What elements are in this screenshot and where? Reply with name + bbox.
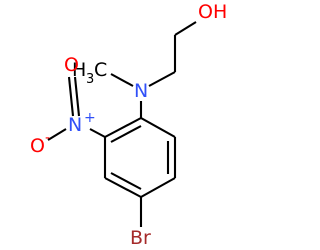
ring-bond-1	[140, 117, 176, 138]
nitro-plus-charge: +	[84, 110, 96, 126]
nitro-double-bond-a	[67, 76, 75, 117]
nitro-o-top-label: O	[64, 54, 79, 76]
methyl-c-label: C	[94, 59, 108, 81]
structure-canvas: OH H 3 C N O N + O - Br	[30, 1, 228, 249]
ring-bond-4-inner	[110, 172, 142, 190]
bond-layer	[47, 21, 197, 227]
ring-bond-4	[104, 177, 142, 198]
chain-to-oh-bond	[174, 21, 197, 36]
nitro-single-bond	[47, 128, 67, 141]
ring-bond-6	[104, 117, 142, 138]
ring-bond-3	[140, 177, 176, 198]
methyl-subscript-label: 3	[86, 72, 95, 87]
amine-to-methyl-bond	[110, 73, 134, 87]
hydroxyl-label: OH	[198, 1, 228, 23]
nitro-minus-charge: -	[45, 130, 51, 146]
nitro-o-left-label: O	[30, 135, 45, 157]
methyl-h-label: H	[72, 59, 87, 81]
nitro-double-bond-b	[73, 76, 81, 117]
nitro-n-label: N	[68, 114, 83, 136]
ring-bond-6-inner	[110, 125, 142, 143]
amine-to-chain-bond	[148, 71, 176, 87]
ring-to-nitro-bond	[89, 128, 106, 138]
bromine-label: Br	[130, 227, 151, 249]
amine-n-label: N	[134, 80, 149, 102]
